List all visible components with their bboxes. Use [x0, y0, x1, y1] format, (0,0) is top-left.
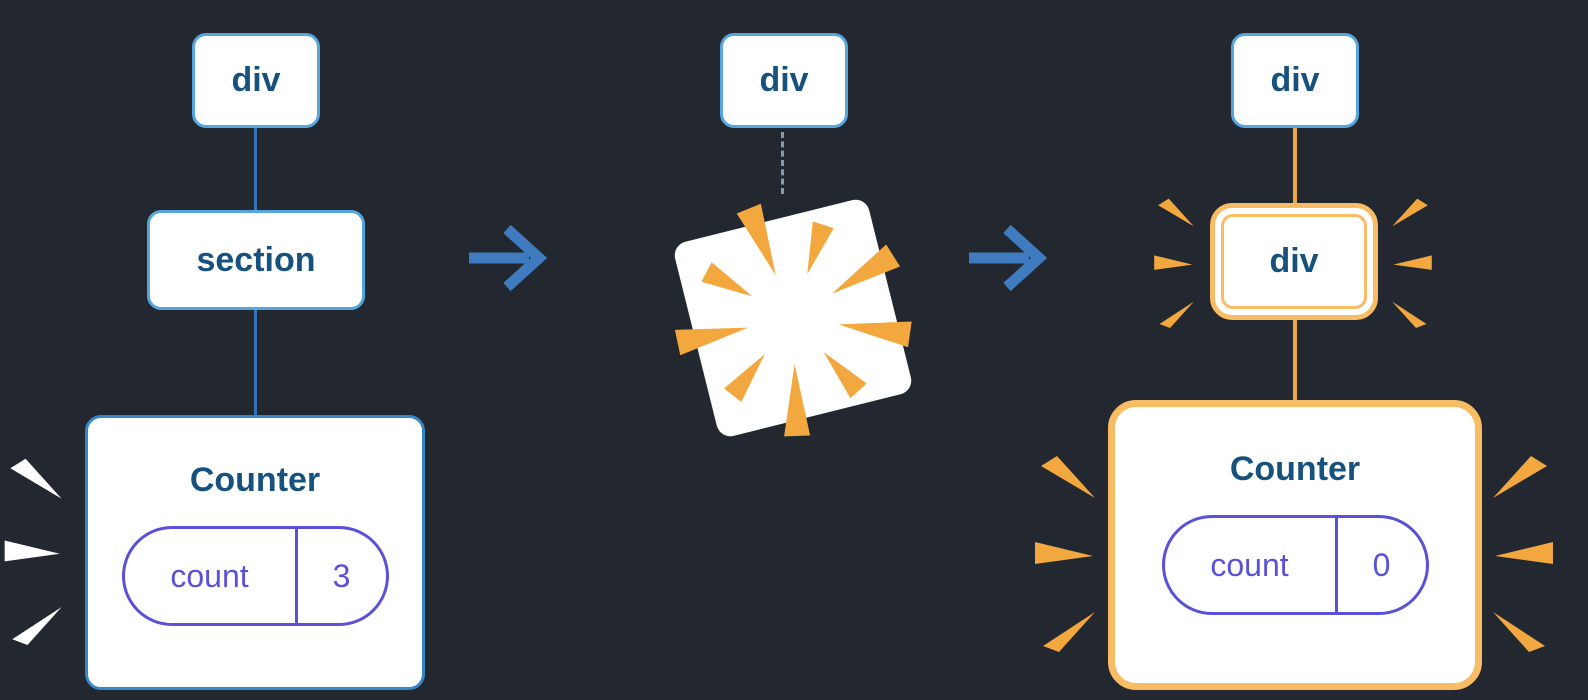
- arrow-head: [503, 224, 548, 292]
- left-root-node: div: [192, 33, 320, 128]
- arrow-right-icon: [469, 224, 548, 292]
- middle-dashed-edge: [781, 132, 784, 194]
- right-state-pill: count 0: [1161, 515, 1429, 615]
- left-counter-card: Counter count 3: [85, 415, 425, 690]
- left-edge-root-child: [254, 128, 257, 210]
- right-edge-child-counter: [1293, 320, 1297, 402]
- right-root-node: div: [1231, 33, 1359, 128]
- right-edge-root-child: [1293, 128, 1297, 205]
- right-child-node-highlighted: div: [1210, 203, 1378, 320]
- sparkle-burst-icon: [4, 458, 62, 645]
- middle-root-label: div: [759, 61, 809, 99]
- arrow-head: [1003, 224, 1048, 292]
- left-state-value: 3: [332, 557, 351, 594]
- sparkle-wedge: [4, 540, 60, 562]
- left-counter-title: Counter: [189, 461, 321, 499]
- left-state-pill: count 3: [121, 526, 389, 626]
- left-state-key: count: [170, 557, 249, 594]
- right-state-value: 0: [1372, 546, 1391, 583]
- poof-burst-icon: [674, 199, 912, 437]
- left-child-node: section: [147, 210, 365, 310]
- right-counter-card-highlighted: Counter count 0: [1108, 400, 1482, 690]
- state-pill-divider: [1334, 518, 1338, 612]
- left-child-label: section: [196, 240, 316, 279]
- sparkle-burst-icon: [1035, 456, 1095, 652]
- poof-rays: [674, 203, 912, 437]
- right-child-node-inner: div: [1221, 214, 1367, 309]
- right-root-label: div: [1270, 61, 1320, 99]
- right-state-key: count: [1210, 546, 1289, 583]
- sparkle-burst-icon: [1493, 456, 1553, 652]
- sparkle-burst-icon: [1154, 198, 1194, 328]
- right-counter-title: Counter: [1229, 450, 1361, 488]
- sparkle-burst-icon: [1392, 198, 1432, 328]
- arrow-right-icon: [969, 224, 1048, 292]
- state-pill-divider: [294, 529, 298, 623]
- left-root-label: div: [231, 61, 281, 99]
- sparkle-wedge: [10, 458, 62, 499]
- sparkle-wedge: [12, 607, 62, 645]
- right-child-label: div: [1269, 242, 1319, 280]
- middle-root-node: div: [720, 33, 848, 128]
- left-edge-child-counter: [254, 310, 257, 415]
